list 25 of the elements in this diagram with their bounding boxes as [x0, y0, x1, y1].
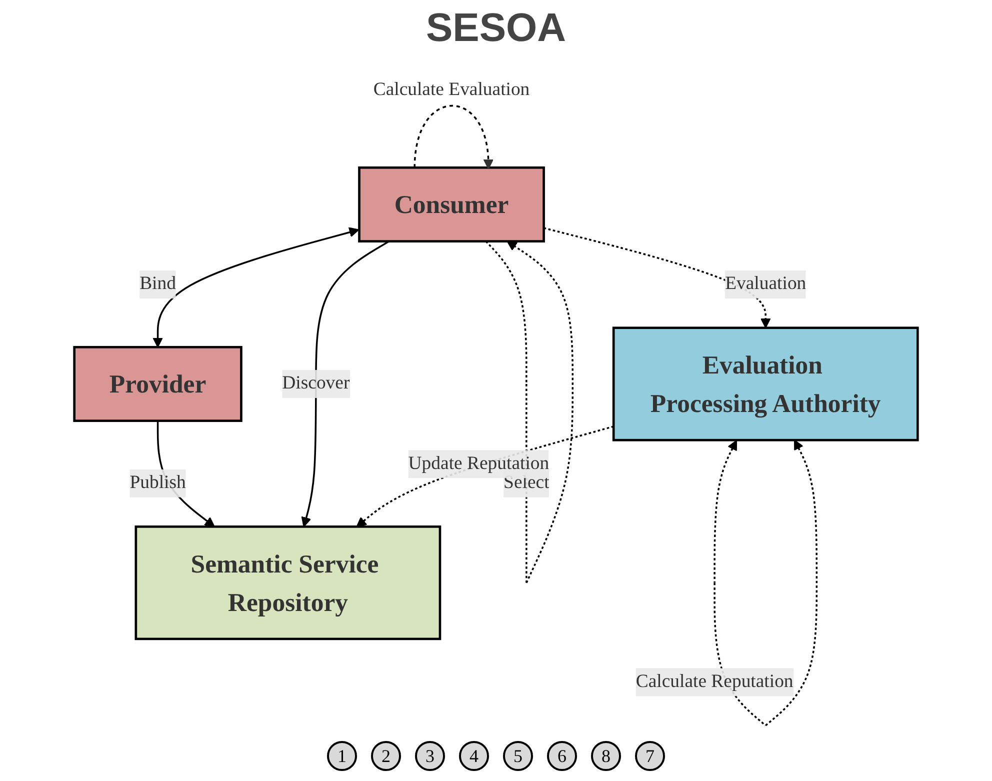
edge-label: Select [504, 472, 550, 493]
edge-label: Calculate Reputation [636, 672, 794, 692]
edge-label: Publish [130, 472, 186, 493]
node-box: Consumer [358, 166, 545, 242]
callout-number: 7 [635, 741, 665, 771]
edge-label: Evaluation [725, 274, 806, 294]
arrow [544, 227, 771, 328]
node-box: Provider [73, 346, 242, 422]
callout-number: 8 [591, 741, 621, 771]
edge-label: Calculate Evaluation [373, 79, 530, 100]
callout-number: 5 [503, 741, 533, 771]
arrow [301, 240, 390, 528]
diagram-title: SESOA [426, 6, 566, 51]
callout-number: 3 [415, 741, 445, 771]
callout-number: 6 [547, 741, 577, 771]
edge-label: Discover [282, 373, 350, 394]
node-box: Semantic Service Repository [134, 525, 442, 640]
callout-number: 2 [371, 741, 401, 771]
edge-label: Update Reputation [408, 454, 550, 474]
callout-number: 1 [327, 741, 357, 771]
arrow [152, 227, 360, 348]
callout-number: 4 [459, 741, 489, 771]
arrow [356, 426, 614, 528]
node-box: Evaluation Processing Authority [612, 326, 919, 442]
edge-label: Bind [140, 274, 176, 294]
